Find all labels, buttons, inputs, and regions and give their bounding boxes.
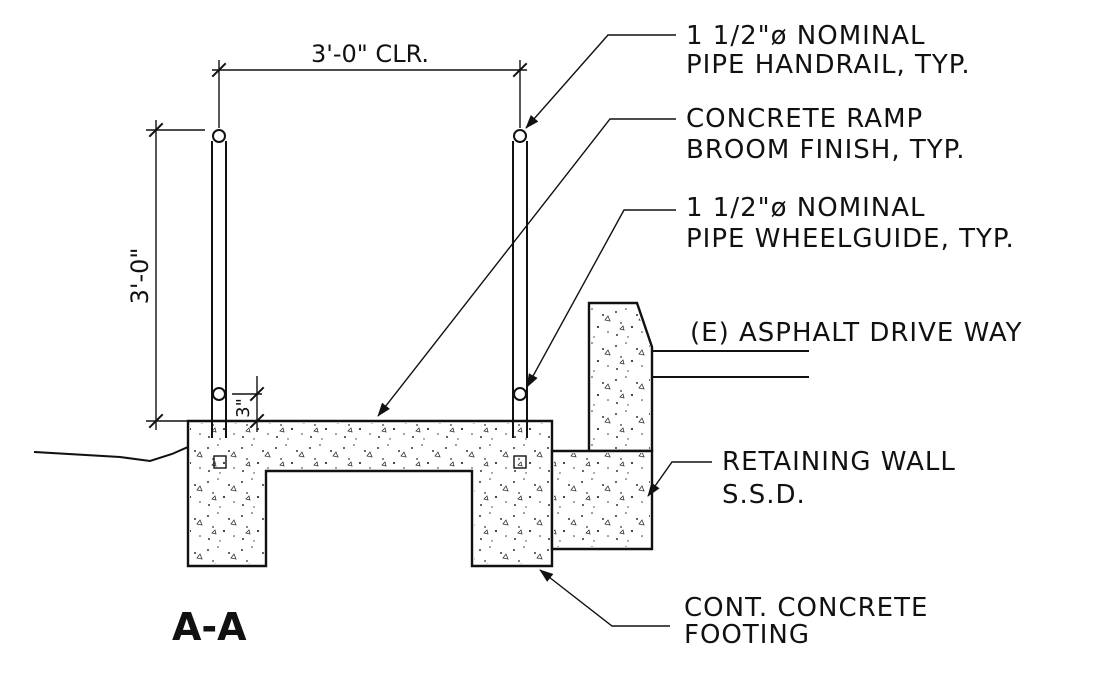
retaining-wall-note-line1: RETAINING WALL xyxy=(722,447,956,477)
footing-leader xyxy=(539,569,670,627)
asphalt-note: (E) ASPHALT DRIVE WAY xyxy=(690,318,1023,348)
handrail-leader xyxy=(525,34,676,129)
footing-note-line1: CONT. CONCRETE xyxy=(684,593,928,623)
wheelguide-dimension-label: 3" xyxy=(233,398,254,418)
retaining-wall-base-fill xyxy=(554,453,650,547)
left-handrail xyxy=(211,129,227,469)
wheelguide-note-line1: 1 1/2"ø NOMINAL xyxy=(686,193,926,223)
section-title: A-A xyxy=(172,605,247,649)
ramp-note-line1: CONCRETE RAMP xyxy=(686,104,923,134)
height-dimension-label: 3'-0" xyxy=(126,248,154,305)
retaining-wall-note-line2: S.S.D. xyxy=(722,480,806,510)
height-dimension xyxy=(146,120,205,430)
ramp-leader xyxy=(377,118,676,417)
wheelguide-dimension xyxy=(232,376,265,432)
retaining-wall-stem-fill xyxy=(591,305,650,449)
wheelguide-note-line2: PIPE WHEELGUIDE, TYP. xyxy=(686,224,1015,254)
width-dimension xyxy=(211,60,528,128)
footing-note-line2: FOOTING xyxy=(684,620,810,650)
ramp-note-line2: BROOM FINISH, TYP. xyxy=(686,135,966,165)
right-handrail xyxy=(512,129,528,469)
handrail-note-line1: 1 1/2"ø NOMINAL xyxy=(686,21,926,51)
handrail-note-line2: PIPE HANDRAIL, TYP. xyxy=(686,50,971,80)
concrete-aggregate-fill xyxy=(190,423,550,564)
wheelguide-leader xyxy=(526,209,676,388)
width-dimension-label: 3'-0" CLR. xyxy=(311,40,429,68)
retaining-wall-leader xyxy=(647,461,712,497)
existing-grade-line xyxy=(33,445,190,463)
